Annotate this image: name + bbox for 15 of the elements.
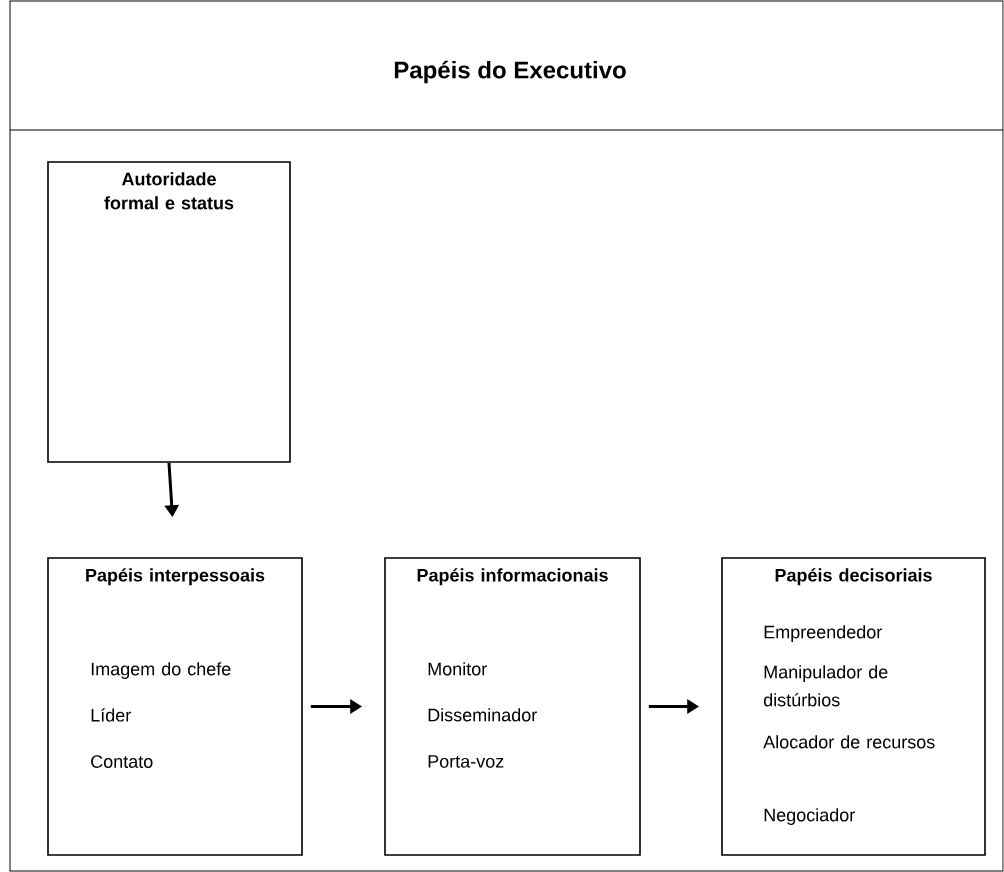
role-item: Monitor bbox=[428, 662, 487, 676]
role-item: Contato bbox=[91, 755, 153, 768]
role-item: Manipulador de distúrbios bbox=[763, 665, 888, 707]
box-heading: Papéis informacionais bbox=[417, 568, 608, 586]
box-heading: Autoridade formal e status bbox=[104, 172, 234, 210]
role-item: Empreendedor bbox=[764, 625, 882, 642]
box-heading: Papéis decisoriais bbox=[775, 568, 932, 586]
role-item: Disseminador bbox=[428, 708, 537, 722]
box-heading: Papéis interpessoais bbox=[86, 568, 265, 586]
role-item: Imagem do chefe bbox=[91, 662, 231, 679]
role-item: Porta-voz bbox=[428, 755, 504, 768]
role-item: Negociador bbox=[764, 808, 855, 825]
role-item: Líder bbox=[91, 708, 131, 722]
role-item: Alocador de recursos bbox=[763, 735, 935, 749]
title: Papéis do Executivo bbox=[394, 60, 626, 84]
